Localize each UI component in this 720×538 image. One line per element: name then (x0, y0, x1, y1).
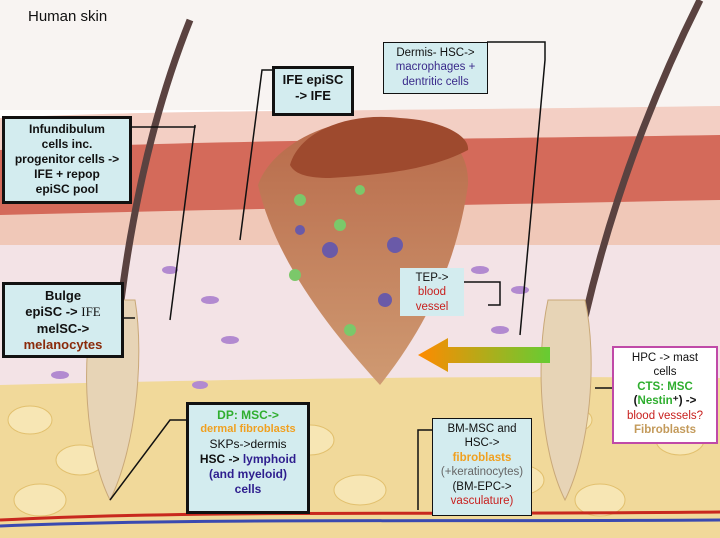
dp-line-3: SKPs->dermis (209, 436, 287, 451)
hpc-line-4a: ( (633, 395, 638, 408)
sky-background (0, 0, 720, 110)
bulge-line-2b: IFE (81, 304, 101, 320)
tep-line-2: blood (417, 286, 447, 299)
diagram-title: Human skin (28, 8, 108, 25)
infund-line-1: Infundibulum (29, 122, 105, 136)
bm-line-1: BM-MSC and (447, 423, 517, 435)
hpc-line-5: blood vessels? (626, 409, 704, 422)
vein (0, 518, 720, 528)
infund-line-3: progenitor cells -> (14, 152, 120, 166)
scab (290, 116, 469, 178)
dermis-line-3: dentritic cells (402, 75, 469, 88)
bulge-line-1: Bulge (44, 288, 82, 303)
dp-line-2: dermal fibroblasts (200, 423, 296, 435)
hpc-line-1: HPC -> mast (631, 352, 699, 364)
tep-box: TEP-> blood vessel (400, 268, 464, 316)
infund-line-4: IFE + repop (34, 167, 100, 181)
hpc-line-4b: Nestin (637, 395, 673, 408)
hpc-line-3: CTS: MSC (637, 380, 693, 393)
bulge-line-2a: epiSC -> (25, 304, 82, 320)
bulge-line-3: melSC-> (36, 320, 90, 336)
infundibulum-box: Infundibulum cells inc. progenitor cells… (2, 116, 132, 204)
bulge-line-4: melanocytes (23, 336, 103, 352)
dp-msc-box: DP: MSC-> dermal fibroblasts SKPs->dermi… (186, 402, 310, 514)
ife-episc-box: IFE epiSC -> IFE (272, 66, 354, 116)
wound-area (258, 119, 469, 386)
dp-line-5: (and myeloid) (208, 466, 287, 481)
dermis-line-1: Dermis- HSC-> (396, 47, 475, 59)
leader-lines (109, 41, 612, 510)
hpc-line-6: Fibroblasts (634, 423, 696, 436)
subcutaneous-fat (0, 377, 720, 538)
bm-line-4: (+keratinocytes) (440, 466, 524, 479)
infund-line-5: epiSC pool (35, 182, 99, 196)
tep-line-3: vessel (415, 300, 449, 313)
dermis-line-2: macrophages + (395, 61, 476, 74)
dp-line-6: cells (234, 481, 262, 496)
tep-line-1: TEP-> (415, 272, 449, 284)
hpc-box: HPC -> mast cells CTS: MSC (Nestin⁺) -> … (612, 346, 718, 444)
hpc-line-4c: ⁺) -> (672, 395, 697, 408)
bulge-box: Bulge epiSC -> IFE melSC-> melanocytes (2, 282, 124, 358)
bm-line-5: (BM-EPC-> (452, 480, 512, 493)
bm-line-6: vasculature) (450, 494, 514, 507)
bm-line-2: HSC-> (464, 437, 500, 450)
bm-msc-box: BM-MSC and HSC-> fibroblasts (+keratinoc… (432, 418, 532, 516)
ife-line-1: IFE epiSC (282, 72, 344, 87)
dermis-hsc-box: Dermis- HSC-> macrophages + dentritic ce… (383, 42, 488, 94)
ife-line-2: -> IFE (295, 88, 331, 104)
dp-line-4b: lymphoid (242, 451, 297, 466)
infund-line-2: cells inc. (41, 137, 93, 151)
dp-line-4a: HSC -> (199, 451, 243, 466)
artery (0, 510, 720, 522)
migration-arrow (418, 338, 550, 372)
hpc-line-2: cells (653, 366, 677, 379)
bm-line-3: fibroblasts (452, 451, 512, 464)
dp-line-1: DP: MSC-> (217, 408, 279, 422)
follicle-right (540, 299, 592, 502)
